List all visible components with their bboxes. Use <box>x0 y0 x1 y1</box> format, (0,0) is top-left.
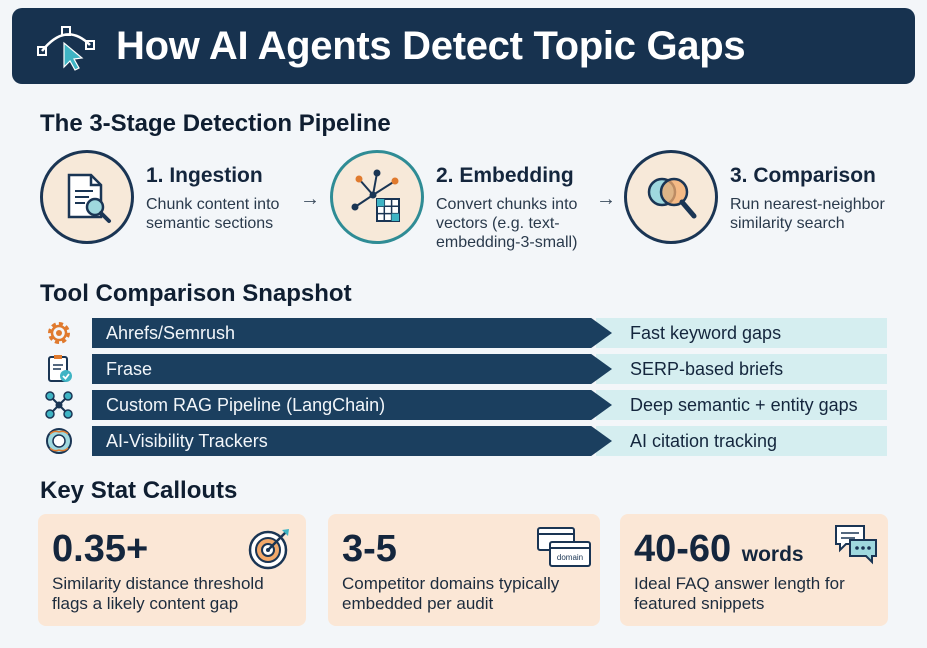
browser-windows-icon: domain <box>537 527 591 567</box>
clipboard-check-icon <box>48 355 72 382</box>
pipeline-section-title: The 3-Stage Detection Pipeline <box>40 110 391 137</box>
stage-1-description: Chunk content into semantic sections <box>146 196 280 232</box>
stat-card-competitors: 3-5 domain Competitor domains typically … <box>328 514 600 626</box>
ai-brain-icon <box>46 428 72 454</box>
gear-icon <box>48 322 70 344</box>
tool-row-name: Frase <box>92 354 612 384</box>
stage-3-title: 3. Comparison <box>730 164 876 187</box>
tool-row-name: Custom RAG Pipeline (LangChain) <box>92 390 612 420</box>
stat-description: Ideal FAQ answer length for featured sni… <box>634 574 845 613</box>
tool-row-strength: SERP-based briefs <box>596 354 887 384</box>
stat-value: 3-5 <box>342 528 397 570</box>
stage-3-circle <box>624 150 718 244</box>
chat-bubbles-icon <box>835 525 877 565</box>
svg-text:domain: domain <box>557 553 583 562</box>
stat-value: 0.35+ <box>52 528 149 570</box>
stage-2-description: Convert chunks into vectors (e.g. text- … <box>436 196 578 251</box>
tool-row-strength: AI citation tracking <box>596 426 887 456</box>
stage-arrow-1: → <box>300 188 320 210</box>
stage-2-circle <box>330 150 424 244</box>
network-nodes-icon <box>45 391 73 419</box>
overlap-magnifier-icon <box>647 177 697 219</box>
stage-1-circle <box>40 150 134 244</box>
target-icon <box>248 529 289 570</box>
stage-3-description: Run nearest-neighbor similarity search <box>730 196 885 232</box>
stat-unit: words <box>741 543 804 566</box>
stat-card-threshold: 0.35+ Similarity distance threshold flag… <box>38 514 306 626</box>
stage-1-title: 1. Ingestion <box>146 164 263 187</box>
tool-row-strength: Fast keyword gaps <box>596 318 887 348</box>
stat-value: 40-60 words <box>634 528 804 570</box>
tool-row-name: Ahrefs/Semrush <box>92 318 612 348</box>
page-title: How AI Agents Detect Topic Gaps <box>116 23 746 68</box>
stat-card-faq-length: 40-60 words Ideal FAQ answer length for … <box>620 514 888 626</box>
vector-grid-icon <box>351 169 400 222</box>
tool-row-name: AI-Visibility Trackers <box>92 426 612 456</box>
stage-2-title: 2. Embedding <box>436 164 574 187</box>
vector-pen-cursor-icon <box>37 26 95 71</box>
stat-description: Competitor domains typically embedded pe… <box>342 574 560 613</box>
tool-row-strength: Deep semantic + entity gaps <box>596 390 887 420</box>
tools-section-title: Tool Comparison Snapshot <box>40 280 352 307</box>
document-magnifier-icon <box>67 173 111 223</box>
stage-arrow-2: → <box>596 188 616 210</box>
stat-description: Similarity distance threshold flags a li… <box>52 574 264 613</box>
stats-section-title: Key Stat Callouts <box>40 477 238 504</box>
title-banner: How AI Agents Detect Topic Gaps <box>12 8 915 84</box>
